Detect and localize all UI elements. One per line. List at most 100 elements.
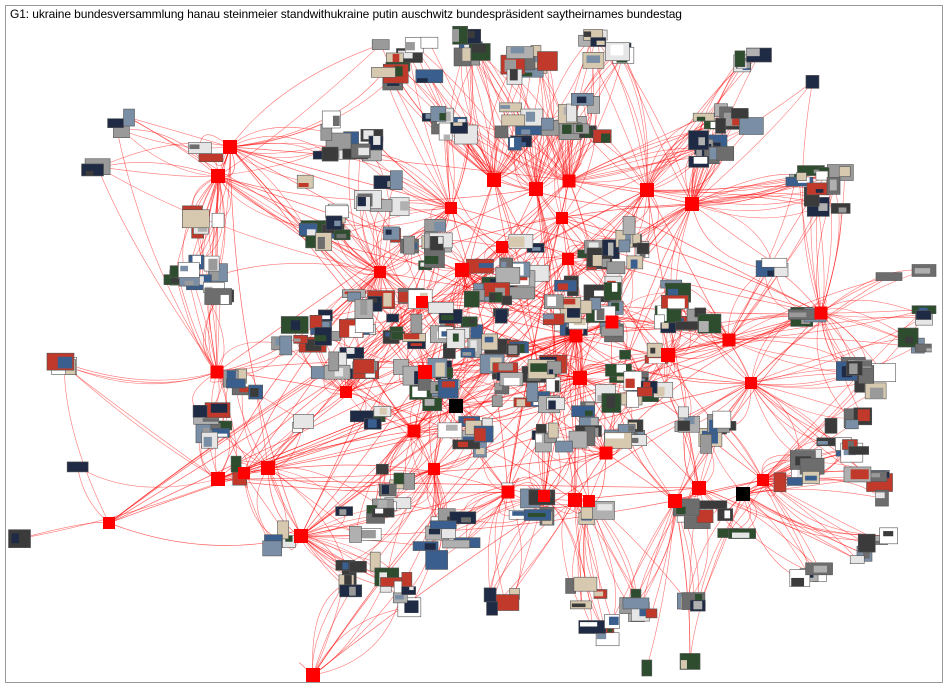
vertex-thumbnail xyxy=(562,296,582,309)
vertex-thumbnail xyxy=(192,405,208,418)
vertex-thumbnail xyxy=(537,51,558,71)
graph-edge xyxy=(820,309,925,314)
vertex-thumbnail xyxy=(402,333,427,342)
vertex-thumbnail xyxy=(712,410,732,429)
vertex-thumbnail xyxy=(875,489,889,507)
graph-edge xyxy=(640,500,676,612)
vertex-thumbnail xyxy=(677,420,691,432)
vertex-thumbnail xyxy=(353,358,375,374)
vertex-thumbnail xyxy=(526,382,539,403)
graph-edge xyxy=(605,203,693,454)
vertex-thumbnail xyxy=(806,182,830,196)
vertex-thumbnail xyxy=(415,69,444,84)
hub-vertex xyxy=(569,329,583,343)
hub-vertex xyxy=(428,463,440,475)
vertex-thumbnail xyxy=(376,463,389,475)
vertex-thumbnail xyxy=(715,118,726,134)
vertex-thumbnail xyxy=(494,125,509,139)
graph-edge xyxy=(728,269,776,341)
graph-edge xyxy=(348,139,381,273)
vertex-thumbnail xyxy=(547,422,559,439)
graph-edge xyxy=(493,179,693,208)
graph-edge xyxy=(762,309,925,481)
graph-edge xyxy=(623,55,649,191)
graph-edge xyxy=(300,509,372,537)
graph-edge xyxy=(691,203,766,269)
graph-edge xyxy=(646,189,812,205)
graph-edge xyxy=(698,487,858,560)
graph-edge xyxy=(762,479,820,569)
hub-vertex xyxy=(340,386,352,398)
vertex-thumbnail xyxy=(730,108,749,119)
graph-edge xyxy=(561,217,822,314)
graph-edge xyxy=(243,472,284,531)
vertex-thumbnail xyxy=(349,560,367,573)
network-graph-canvas[interactable]: G1: ukraine bundesversammlung hanau stei… xyxy=(5,5,943,683)
graph-edge xyxy=(489,491,509,595)
vertex-thumbnail xyxy=(541,117,554,131)
graph-edge xyxy=(312,321,613,676)
vertex-thumbnail xyxy=(864,382,887,400)
graph-edge xyxy=(229,44,381,148)
vertex-thumbnail xyxy=(314,327,332,346)
graph-edge xyxy=(750,345,919,385)
vertex-thumbnail xyxy=(568,430,588,449)
graph-edge xyxy=(646,116,704,191)
hub-vertex xyxy=(568,493,582,507)
vertex-thumbnail xyxy=(315,232,332,251)
hub-vertex xyxy=(529,182,543,196)
graph-edge xyxy=(217,464,509,493)
graph-edge xyxy=(300,258,569,537)
graph-edge xyxy=(820,299,924,316)
vertex-thumbnail xyxy=(542,313,565,326)
hub-vertex xyxy=(211,169,225,183)
graph-edge xyxy=(229,135,331,155)
vertex-thumbnail xyxy=(870,363,897,382)
graph-edge xyxy=(379,203,693,273)
graph-edge xyxy=(568,99,587,182)
vertex-thumbnail xyxy=(654,314,665,330)
vertex-thumbnail xyxy=(692,112,715,122)
graph-edge xyxy=(691,193,812,205)
network-graph[interactable] xyxy=(6,6,942,682)
vertex-thumbnail xyxy=(178,262,200,278)
graph-edge xyxy=(691,203,819,219)
vertex-thumbnail xyxy=(515,125,542,136)
hub-vertex xyxy=(223,140,237,154)
graph-edge xyxy=(724,425,764,481)
vertex-thumbnail xyxy=(826,177,841,195)
vertex-thumbnail xyxy=(618,239,631,253)
vertex-thumbnail xyxy=(688,130,709,150)
vertex-thumbnail xyxy=(404,37,424,53)
graph-edge xyxy=(543,335,577,497)
hub-vertex xyxy=(661,348,675,362)
vertex-thumbnail xyxy=(697,313,722,334)
graph-edge xyxy=(216,341,282,373)
vertex-thumbnail xyxy=(848,446,869,455)
graph-edge xyxy=(229,72,384,148)
graph-vertex-thumbnails xyxy=(8,25,937,677)
vertex-thumbnail xyxy=(492,362,519,374)
graph-edge xyxy=(762,383,860,481)
graph-edge xyxy=(229,126,327,148)
graph-edge xyxy=(574,499,613,622)
vertex-thumbnail xyxy=(349,526,362,543)
hub-vertex xyxy=(210,365,224,379)
vertex-thumbnail xyxy=(605,42,630,61)
vertex-thumbnail xyxy=(123,108,135,127)
vertex-thumbnail xyxy=(473,425,494,443)
graph-edge xyxy=(217,335,577,480)
graph-edge xyxy=(97,166,218,373)
vertex-thumbnail xyxy=(363,417,382,430)
graph-edge xyxy=(60,361,218,381)
vertex-thumbnail xyxy=(354,299,374,319)
graph-edge xyxy=(128,117,381,273)
hub-vertex-dark xyxy=(736,487,750,501)
vertex-thumbnail xyxy=(590,37,606,47)
graph-edge xyxy=(229,146,590,502)
vertex-thumbnail xyxy=(622,597,650,610)
hub-vertex xyxy=(599,446,613,460)
vertex-thumbnail xyxy=(182,209,210,229)
vertex-thumbnail xyxy=(481,333,499,351)
vertex-thumbnail xyxy=(580,300,593,314)
